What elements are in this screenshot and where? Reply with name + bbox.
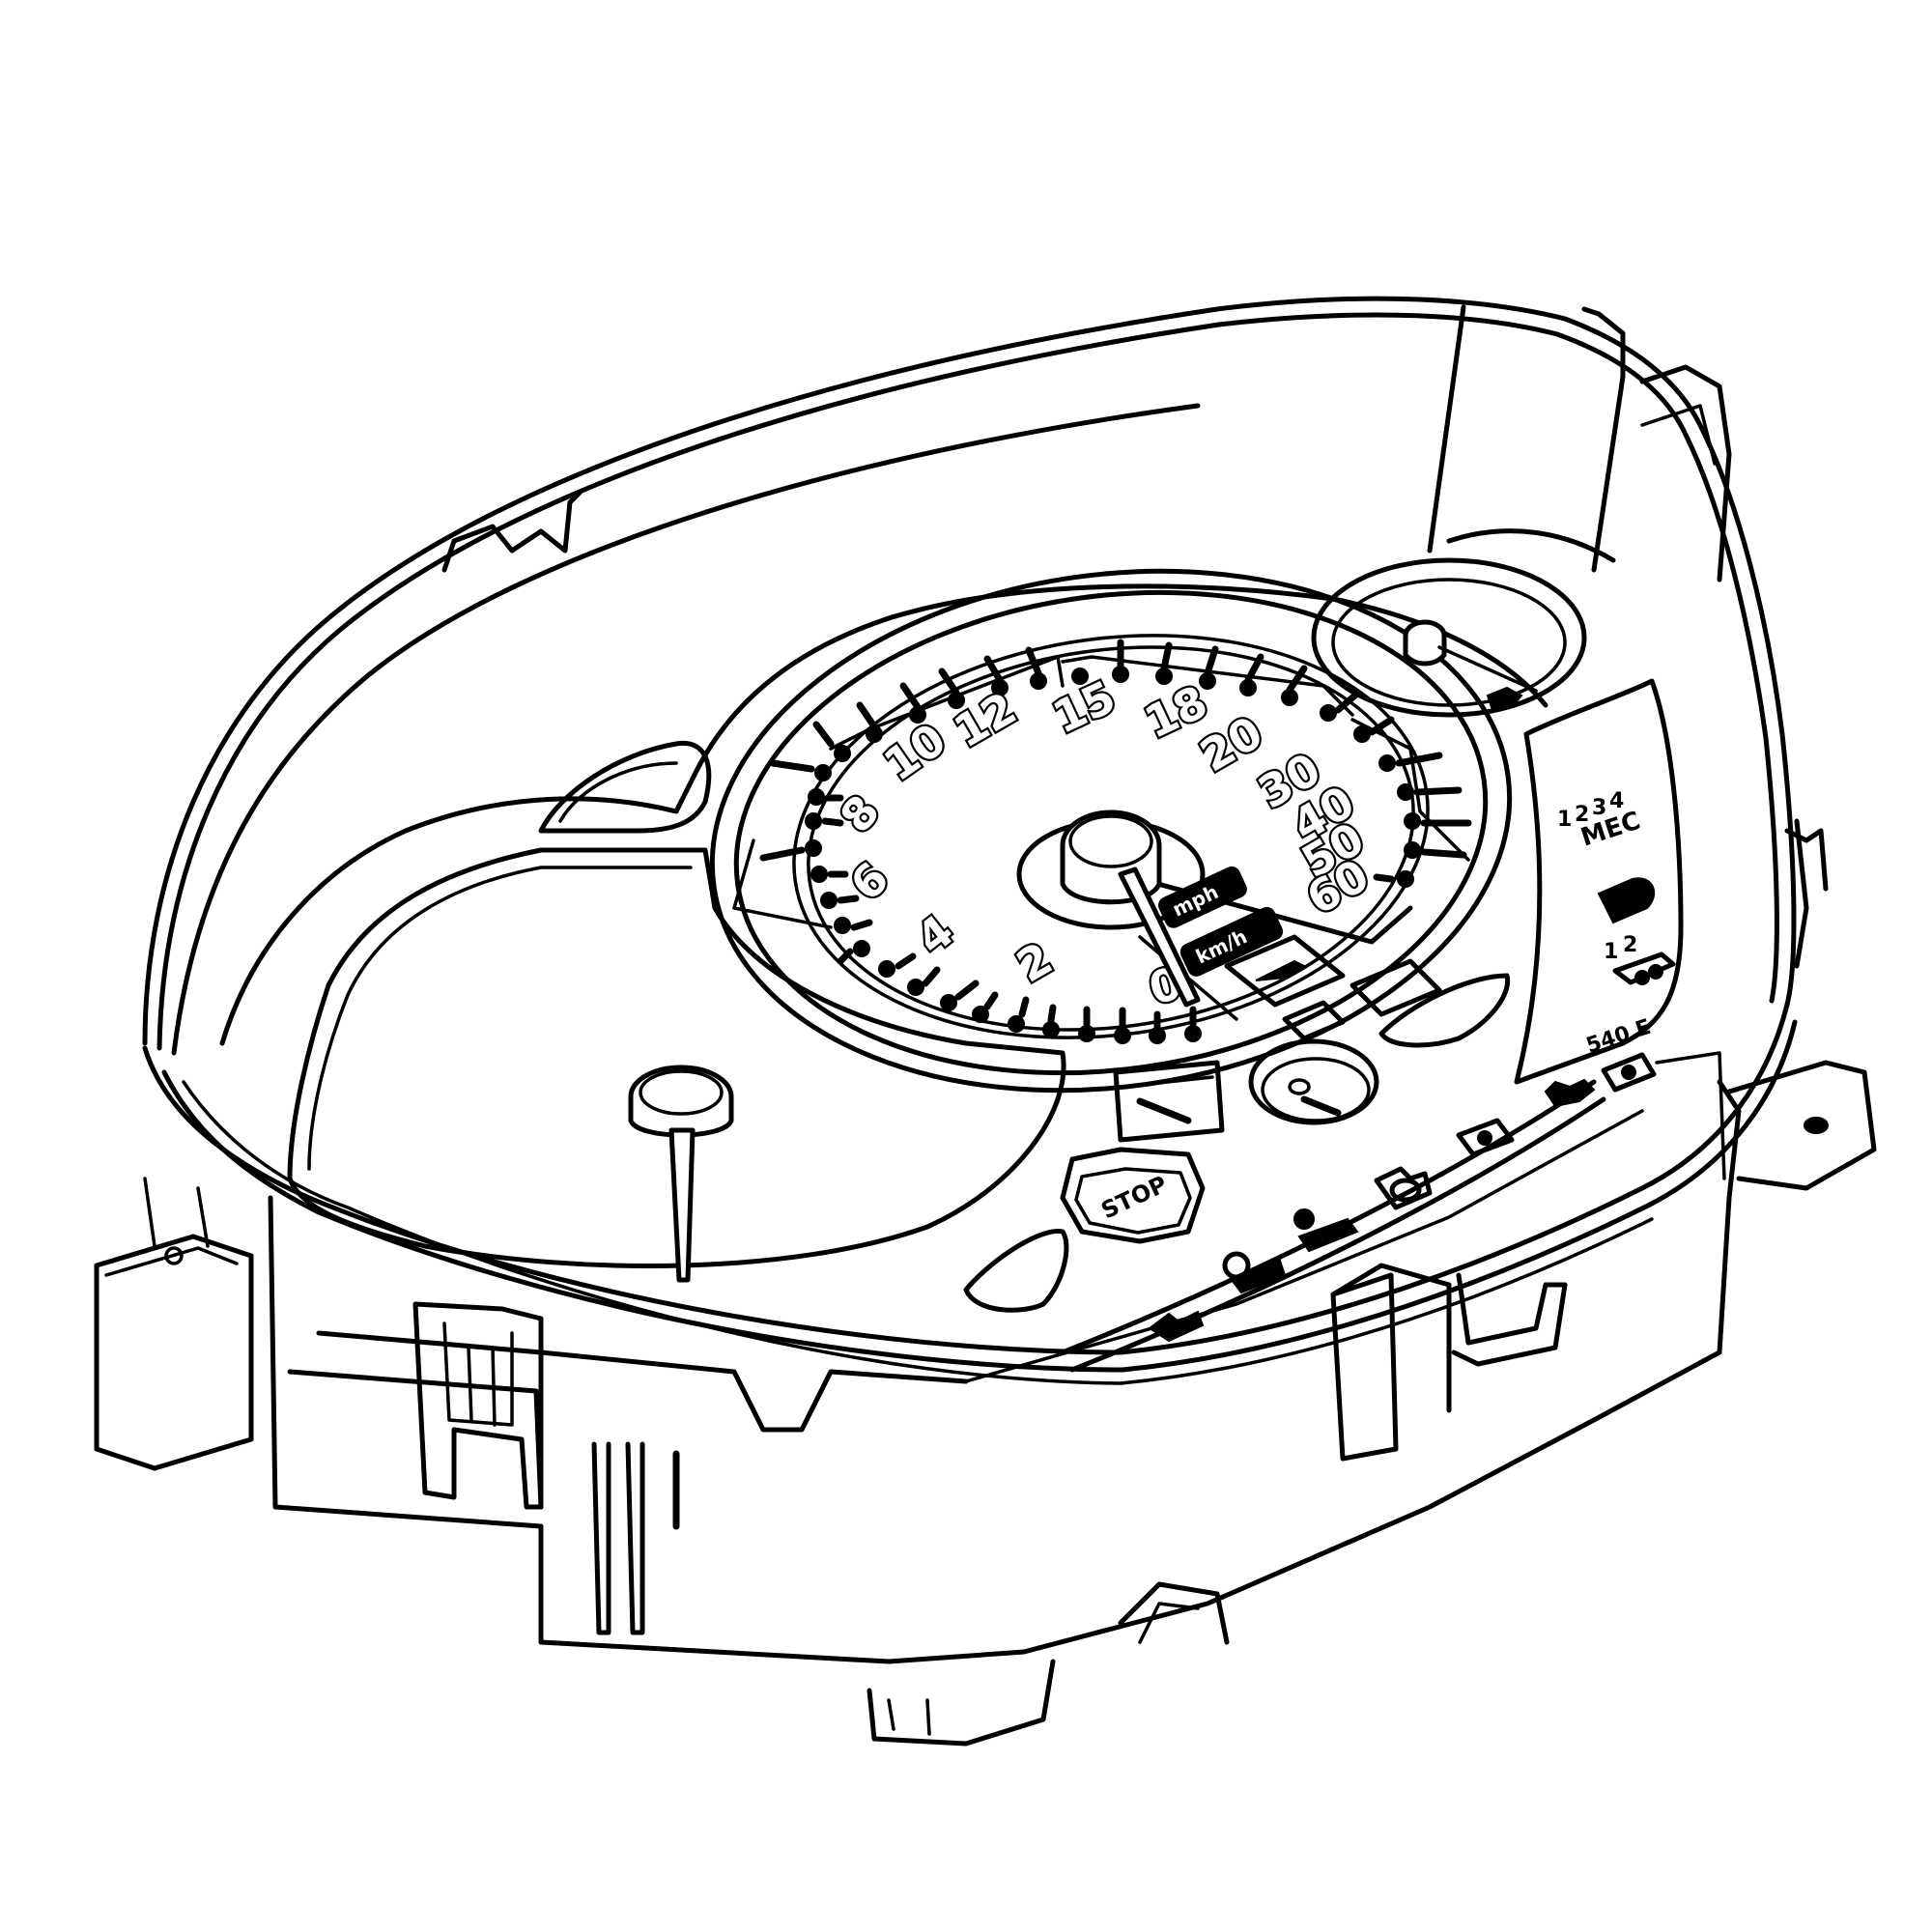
svg-text:2: 2	[1623, 933, 1637, 957]
needle-hub	[1016, 810, 1206, 930]
trailer-indicator: 1 2	[1604, 933, 1676, 985]
headlight-icon	[1597, 877, 1656, 924]
tractor-icon	[1544, 1078, 1596, 1108]
left-arrow-button[interactable]	[963, 1228, 1069, 1313]
info-button[interactable]	[1248, 1038, 1379, 1125]
left-gauge-needle	[628, 1065, 734, 1283]
svg-text:1: 1	[1604, 940, 1618, 964]
gear-icon	[1621, 1065, 1636, 1080]
parking-brake-icon	[1222, 1251, 1287, 1294]
trailer-icon	[1612, 952, 1676, 985]
svg-text:1: 1	[1557, 808, 1572, 832]
gear-square-icon	[1456, 1118, 1515, 1157]
lower-housing	[94, 306, 1877, 1747]
scale-label-15: 15	[1045, 670, 1123, 744]
stop-label: STOP	[1097, 1171, 1172, 1225]
outer-bezel	[142, 296, 1798, 1385]
speed-indicator-boxes	[1224, 934, 1442, 1041]
svg-text:3: 3	[1592, 796, 1606, 820]
info-icon	[1288, 1078, 1342, 1117]
scale-label-8: 8	[830, 785, 890, 842]
right-indicator-panel: 1 2 3 4 MEC 1 2 540 E	[1514, 678, 1684, 1093]
tractor-wheel-icon	[1374, 1166, 1433, 1210]
svg-text:2: 2	[1575, 803, 1589, 827]
mode-switch-button[interactable]	[1113, 1060, 1225, 1143]
pto-indicator: 540 E	[1583, 1015, 1657, 1093]
scale-label-2: 2	[1009, 932, 1062, 993]
scale-label-10: 10	[874, 713, 954, 791]
tick-marks	[759, 639, 1472, 1044]
hare-speed-icon	[1350, 958, 1442, 1017]
gear-range-indicator: 1 2 3 4 MEC	[1557, 789, 1644, 853]
svg-text:4: 4	[1609, 789, 1624, 813]
slash-switch-icon	[1136, 1097, 1192, 1124]
speedometer-needle	[1118, 867, 1201, 1008]
turtle-speed-icon	[1224, 934, 1346, 1008]
stop-button[interactable]: STOP	[1060, 1147, 1206, 1244]
right-arrow-button[interactable]	[1378, 973, 1511, 1048]
seat-operator-icon	[1293, 1208, 1359, 1253]
svg-text:540 E: 540 E	[1583, 1015, 1654, 1059]
fuel-pump-icon	[1486, 686, 1523, 712]
fuel-gauge	[1311, 557, 1587, 718]
engine-icon	[1282, 1000, 1346, 1041]
